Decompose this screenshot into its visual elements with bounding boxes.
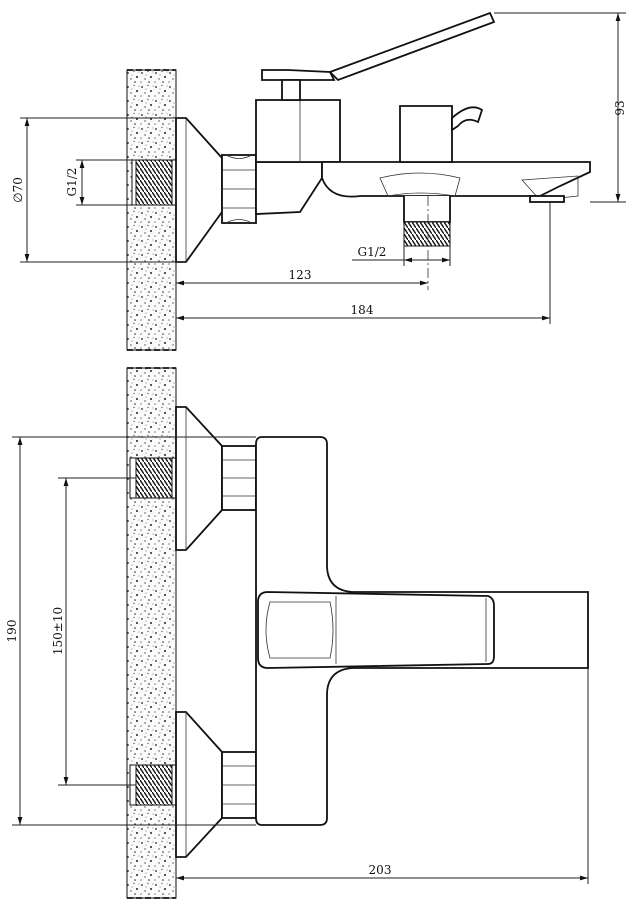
dim-label-184: 184 [351,303,374,317]
wall-thread-lower [135,764,173,806]
dim-label-190: 190 [5,620,19,643]
escutcheon-upper [175,406,223,551]
side-view: 93 ∅70 G1/2 G1/2 123 [11,11,627,351]
dim-label-123: 123 [289,268,312,282]
dimension-184: 184 [176,202,551,324]
dimension-93: 93 [494,12,627,203]
wall-thread-pipe [135,159,173,206]
dim-label-150: 150±10 [51,607,65,655]
dimension-190: 190 [5,436,256,826]
dim-label-93: 93 [613,100,627,115]
hex-nut-side [221,154,257,224]
escutcheon-side [175,117,223,263]
dim-label-g12-wall: G1/2 [65,168,79,197]
dim-label-203: 203 [369,863,392,877]
dim-label-diameter-70: ∅70 [11,177,25,203]
mixer-body-side [255,11,591,247]
wall-section-front [126,367,177,899]
hex-nut-lower [221,751,257,819]
wall-section-side [126,69,177,351]
dimension-g12-wall: G1/2 [65,159,136,206]
wall-thread-upper [135,457,173,499]
front-view: 190 150±10 203 [5,367,589,899]
mixer-body-front [255,436,589,826]
dimension-diameter-70: ∅70 [11,117,186,263]
dimension-123: 123 [176,268,428,286]
escutcheon-lower [175,711,223,858]
dim-label-g12-outlet: G1/2 [358,245,387,259]
dimension-150: 150±10 [51,477,136,786]
hex-nut-upper [221,445,257,511]
dimension-g12-outlet: G1/2 [352,245,451,266]
dimension-203: 203 [176,668,589,884]
